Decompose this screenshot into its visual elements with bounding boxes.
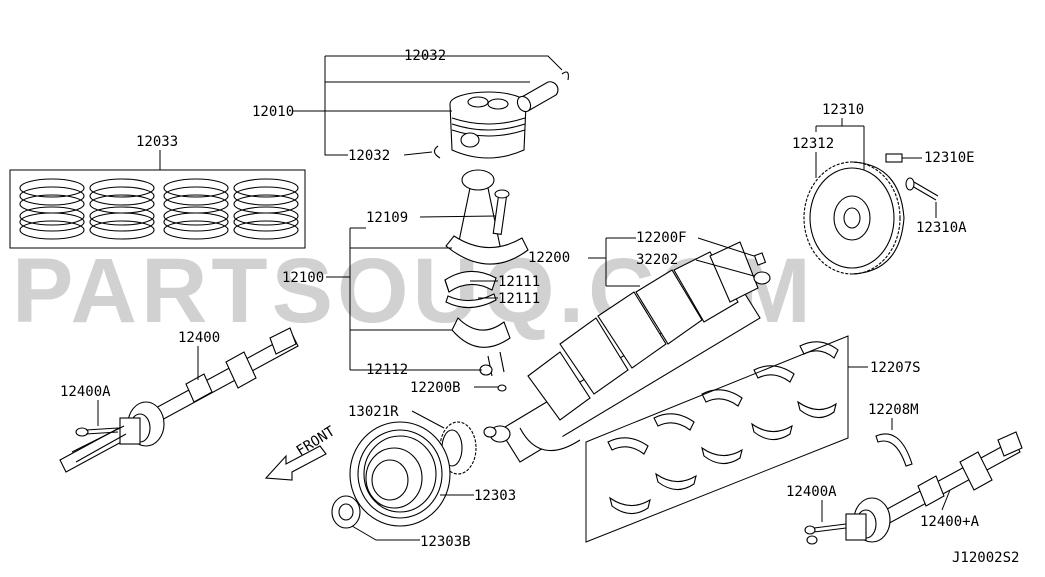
label-12033[interactable]: 12033 bbox=[136, 134, 178, 150]
label-12310A[interactable]: 12310A bbox=[916, 220, 967, 236]
label-12100[interactable]: 12100 bbox=[282, 270, 324, 286]
crank-pulley[interactable] bbox=[349, 421, 451, 527]
balancer-shaft-right[interactable] bbox=[845, 431, 1023, 543]
piston-pin[interactable] bbox=[515, 81, 559, 114]
balancer-shaft-left[interactable] bbox=[59, 327, 299, 473]
label-12400[interactable]: 12400 bbox=[178, 330, 220, 346]
label-12208M[interactable]: 12208M bbox=[868, 402, 919, 418]
label-12303[interactable]: 12303 bbox=[474, 488, 516, 504]
label-12400plusA[interactable]: 12400+A bbox=[920, 514, 980, 530]
label-12400A-left[interactable]: 12400A bbox=[60, 384, 111, 400]
rod-bearing-upper[interactable] bbox=[444, 270, 497, 293]
pulley-bolt[interactable] bbox=[331, 495, 361, 529]
crankshaft-dowel[interactable] bbox=[753, 252, 771, 285]
label-12207S[interactable]: 12207S bbox=[870, 360, 921, 376]
label-13021R[interactable]: 13021R bbox=[348, 404, 399, 420]
label-12200F[interactable]: 12200F bbox=[636, 230, 687, 246]
label-12109[interactable]: 12109 bbox=[366, 210, 408, 226]
thrust-washer[interactable] bbox=[875, 433, 913, 467]
flywheel-bolt-E[interactable] bbox=[885, 153, 903, 163]
front-direction-arrow: FRONT bbox=[264, 423, 338, 481]
key-12200B[interactable] bbox=[497, 384, 507, 392]
snap-ring-bottom[interactable] bbox=[433, 145, 441, 159]
connecting-rod[interactable] bbox=[445, 169, 529, 265]
label-12312[interactable]: 12312 bbox=[792, 136, 834, 152]
label-12200[interactable]: 12200 bbox=[528, 250, 570, 266]
bolt-left[interactable] bbox=[75, 427, 119, 437]
flywheel[interactable] bbox=[803, 161, 905, 275]
label-12112[interactable]: 12112 bbox=[366, 362, 408, 378]
diagram-code: J12002S2 bbox=[952, 550, 1019, 566]
main-bearing-set[interactable] bbox=[585, 335, 849, 543]
label-12111-a[interactable]: 12111 bbox=[498, 274, 540, 290]
label-12010[interactable]: 12010 bbox=[252, 104, 294, 120]
label-32202[interactable]: 32202 bbox=[636, 252, 678, 268]
piston[interactable] bbox=[449, 91, 527, 159]
rod-bearing-lower[interactable] bbox=[445, 293, 497, 309]
label-12111-b[interactable]: 12111 bbox=[498, 291, 540, 307]
label-12032-bottom[interactable]: 12032 bbox=[348, 148, 390, 164]
label-12310E[interactable]: 12310E bbox=[924, 150, 975, 166]
snap-ring-top[interactable] bbox=[561, 71, 569, 81]
flywheel-bolt-A[interactable] bbox=[905, 177, 939, 201]
bolt-right[interactable] bbox=[804, 523, 847, 545]
rod-cap[interactable] bbox=[451, 317, 511, 377]
label-12303B[interactable]: 12303B bbox=[420, 534, 471, 550]
label-12400A-right[interactable]: 12400A bbox=[786, 484, 837, 500]
label-12310[interactable]: 12310 bbox=[822, 102, 864, 118]
piston-ring-set[interactable] bbox=[9, 169, 306, 249]
crankshaft[interactable] bbox=[483, 241, 761, 463]
label-12200B[interactable]: 12200B bbox=[410, 380, 461, 396]
